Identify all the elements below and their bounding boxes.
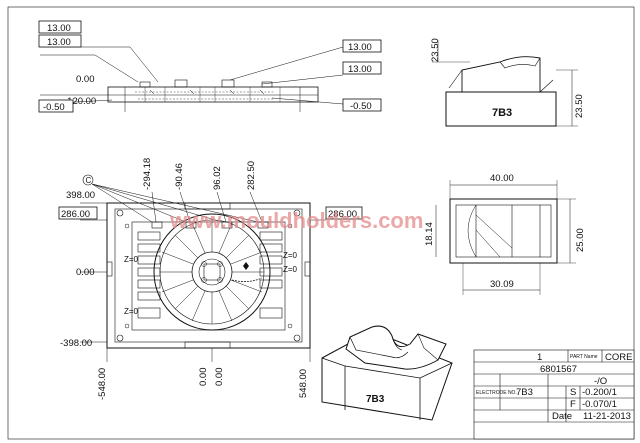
top-left-label-2: 13.00	[47, 37, 71, 48]
part-plan-width-label: 40.00	[490, 173, 514, 184]
tb-s-value: -0.200/1	[582, 387, 617, 398]
main-bottom-label-2: 0.00	[198, 368, 209, 387]
callout-letter: C	[86, 176, 92, 185]
part-plan-bottom-label: 30.09	[490, 279, 514, 290]
main-left-box-2	[58, 206, 98, 220]
top-left-box-1	[38, 20, 82, 34]
tb-part-name: CORE	[605, 352, 632, 363]
part-side-id: 7B3	[492, 107, 512, 119]
sheet-border	[7, 6, 635, 440]
top-left-label-3: 0.00	[76, 74, 95, 85]
part-plan-depth-label: 25.00	[575, 228, 586, 252]
main-top-label-2: -90.46	[174, 163, 185, 190]
top-right-label-3: -0.50	[350, 101, 372, 112]
top-left-label-4: -120.00	[64, 96, 96, 107]
main-bottom-label-1: -548.00	[97, 368, 108, 400]
top-right-label-1: 13.00	[348, 42, 372, 53]
tb-f-value: -0.070/1	[582, 399, 617, 410]
top-left-box-2	[38, 34, 82, 48]
tb-part-name-header: PART Name	[570, 354, 598, 360]
main-bottom-label-3: 0.00	[214, 368, 225, 387]
iso-part-id: 7B3	[366, 394, 385, 405]
top-right-box-2	[342, 61, 382, 75]
top-left-box-5	[38, 99, 74, 113]
callout-circle	[82, 174, 94, 186]
part-side-top-label: 23.50	[430, 38, 441, 62]
z-label-4: Z=0	[283, 265, 298, 274]
main-top-label-3: 96.02	[212, 166, 223, 190]
tb-electrode-no: 7B3	[516, 387, 533, 398]
main-left-label-1: 398.00	[66, 190, 95, 201]
top-right-box-3	[342, 98, 382, 112]
tb-s-label: S	[570, 387, 576, 398]
part-plan-view	[435, 180, 576, 295]
part-isometric-view	[321, 325, 453, 421]
main-bottom-label-4: 548.00	[298, 369, 309, 398]
tb-f-label: F	[570, 399, 576, 410]
top-left-label-1: 13.00	[47, 23, 71, 34]
title-block	[473, 349, 635, 440]
main-left-label-4: -398.00	[60, 338, 92, 349]
tb-electrode-header: ELECTRODE NO.	[476, 390, 517, 396]
main-left-label-2: 286.00	[61, 209, 90, 220]
part-side-height-label: 23.50	[574, 94, 585, 118]
z-label-3: Z=0	[283, 251, 298, 260]
main-plan-view	[80, 174, 326, 362]
part-plan-inner-label: 18.14	[424, 222, 435, 246]
watermark: www.mouldholders.com	[169, 208, 423, 233]
main-top-label-4: 282.50	[246, 161, 257, 190]
top-view	[39, 46, 344, 112]
z-label-2: Z=0	[124, 307, 139, 316]
tb-tolerance-header: -/O	[594, 376, 607, 387]
tb-qty: 1	[537, 352, 542, 363]
central-disc	[153, 213, 271, 331]
z-label-1: Z=0	[124, 255, 139, 264]
main-left-label-3: 0.00	[76, 267, 95, 278]
top-right-box-1	[342, 39, 382, 53]
plate-outline	[107, 86, 319, 103]
top-right-label-2: 13.00	[348, 64, 372, 75]
main-right-box	[325, 206, 363, 220]
top-left-label-5: -0.50	[43, 102, 65, 113]
part-side-view	[432, 40, 578, 127]
tb-drawing-no: 6801567	[540, 364, 577, 375]
main-right-label: 286.00	[328, 209, 357, 220]
tb-date-label: Date	[552, 411, 572, 422]
main-top-label-1: -294.18	[142, 158, 153, 190]
tb-date-value: 11-21-2013	[583, 411, 631, 422]
